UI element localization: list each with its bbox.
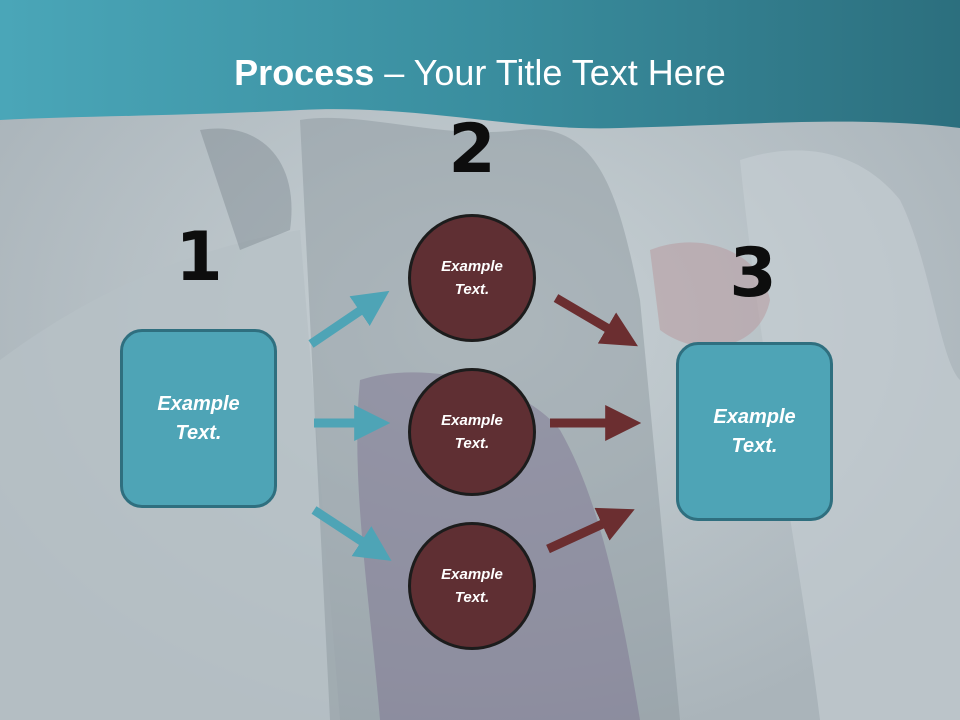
step-number-1: 1 <box>175 218 223 297</box>
step-2-circle-top: Example Text. <box>408 214 536 342</box>
step-2-circle-middle: Example Text. <box>408 368 536 496</box>
title-bold: Process <box>234 52 375 93</box>
circle-middle-text: Example Text. <box>441 412 503 452</box>
step-1-text: Example Text. <box>157 392 240 444</box>
circle-bottom-text: Example Text. <box>441 566 503 606</box>
step-3-text: Example Text. <box>713 405 796 457</box>
step-number-3: 3 <box>729 234 777 313</box>
arrow-circle-top-to-box3 <box>553 294 638 347</box>
circle-top-text: Example Text. <box>441 258 503 298</box>
step-3-box: Example Text. <box>676 342 833 521</box>
arrow-box1-to-circle-top <box>308 290 390 348</box>
step-2-circle-bottom: Example Text. <box>408 522 536 650</box>
step-number-2: 2 <box>448 110 496 189</box>
arrow-box1-to-circle-bottom <box>311 506 392 561</box>
arrow-circle-bottom-to-box3 <box>546 507 635 554</box>
step-1-box: Example Text. <box>120 329 277 508</box>
slide-title: Process – Your Title Text Here <box>0 52 960 94</box>
title-rest: – Your Title Text Here <box>374 52 726 93</box>
